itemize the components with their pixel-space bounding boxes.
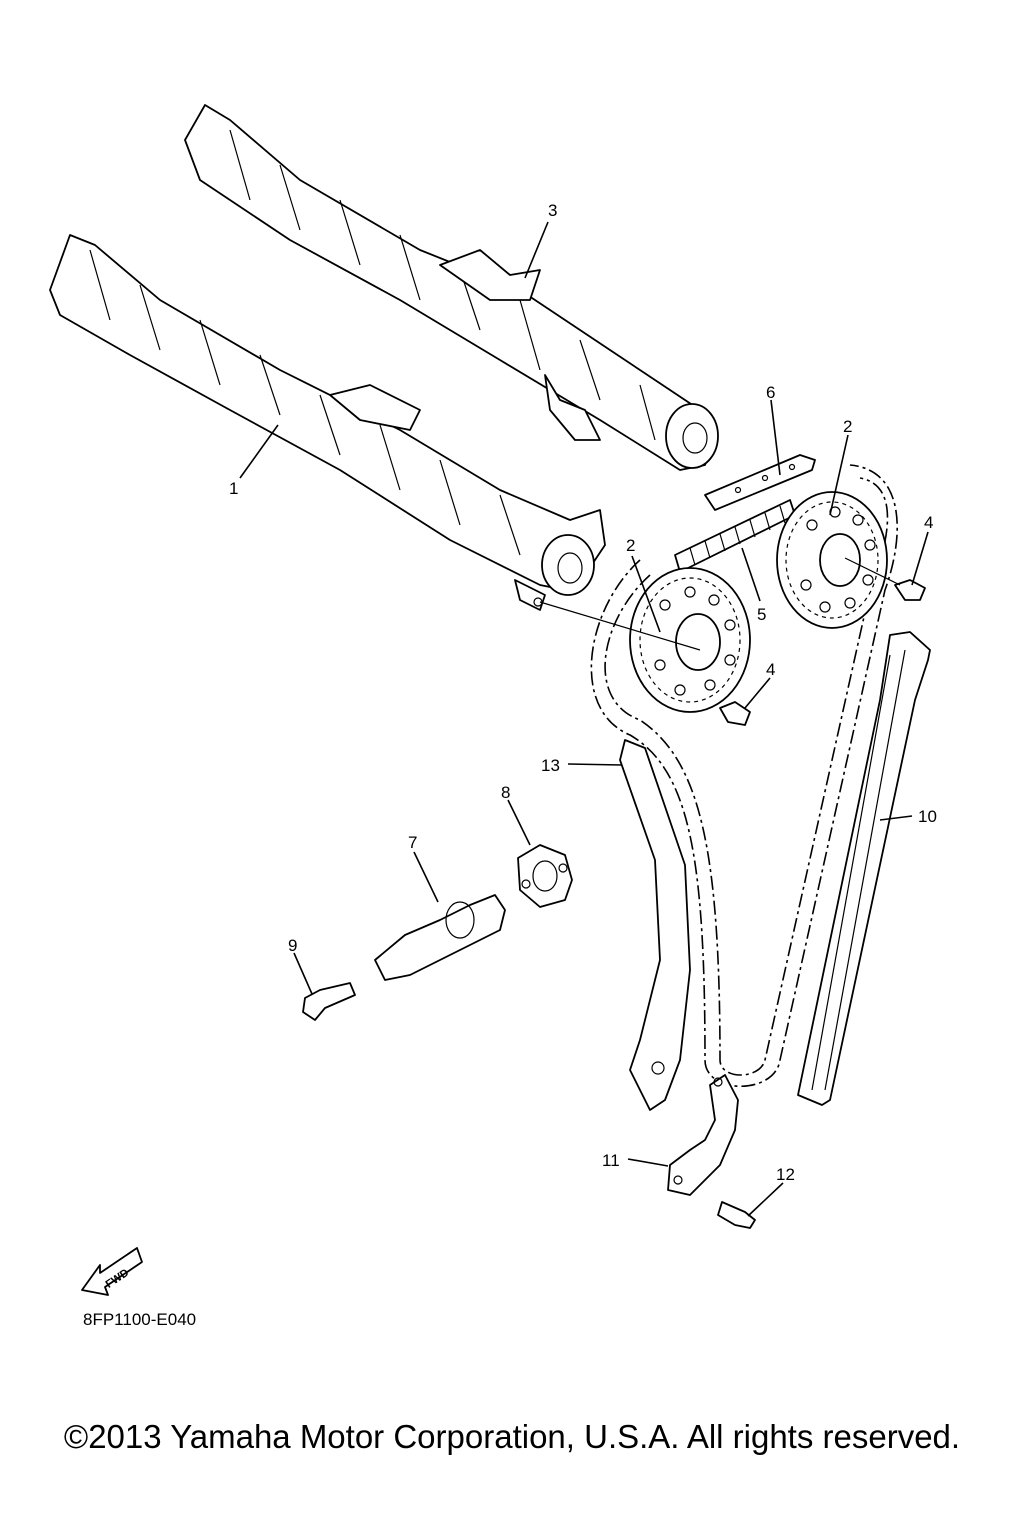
cam-chain-tensioner: [374, 894, 506, 981]
chain-guide-top: [704, 454, 816, 511]
callout-2-left: 2: [626, 536, 635, 555]
callout-2-right: 2: [843, 417, 852, 436]
callout-11: 11: [602, 1151, 620, 1170]
camshaft-upper: [184, 104, 719, 471]
callout-8: 8: [501, 783, 510, 802]
copyright-notice: ©2013 Yamaha Motor Corporation, U.S.A. A…: [63, 1418, 961, 1455]
callout-4-right: 4: [924, 513, 933, 532]
cam-sprocket-left: [629, 567, 751, 713]
callout-7: 7: [408, 833, 417, 852]
bolt-bracket: [717, 1201, 756, 1229]
bolt-sprocket-right: [844, 557, 926, 601]
bolt-sprocket-left: [539, 601, 751, 726]
tensioner-gasket: [517, 844, 573, 908]
callout-5: 5: [757, 605, 766, 624]
callout-6: 6: [766, 383, 775, 402]
camshaft-lower: [49, 234, 606, 611]
callout-13: 13: [541, 756, 560, 775]
guide-bracket: [667, 1074, 739, 1196]
forward-arrow-icon: FWD: [81, 1247, 143, 1296]
cam-sprocket-right: [776, 491, 888, 629]
tensioner-guide: [619, 739, 691, 1111]
leader-lines: [239, 221, 929, 1217]
callout-12: 12: [776, 1165, 795, 1184]
callout-3: 3: [548, 201, 557, 220]
callout-1: 1: [229, 479, 238, 498]
callout-9: 9: [288, 936, 297, 955]
callout-4-left: 4: [766, 660, 775, 679]
tensioner-bolt: [302, 982, 356, 1021]
callout-labels: 1 2 2 3 4 4 5 6 7 8 9 10 11 12 13: [229, 201, 937, 1184]
drawing-code: 8FP1100-E040: [83, 1310, 197, 1329]
chain-guide-stationary: [797, 631, 931, 1106]
callout-10: 10: [918, 807, 937, 826]
